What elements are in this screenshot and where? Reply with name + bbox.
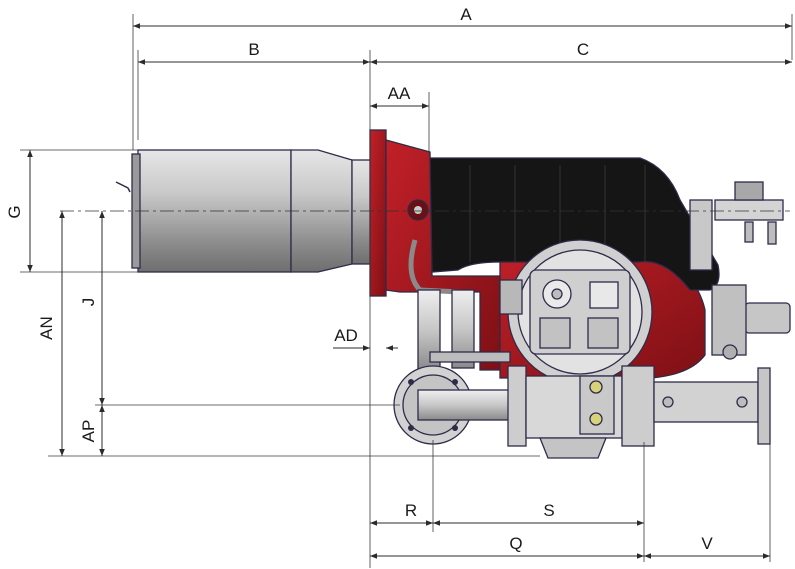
extension-lines [20, 14, 793, 568]
dimension-labels: A B C AA G AN J AP AD R S Q V [5, 5, 713, 553]
gas-train [507, 365, 771, 459]
mounting-flange [369, 129, 387, 297]
label-S: S [543, 501, 554, 520]
solenoid-valve [689, 181, 791, 360]
label-V: V [701, 534, 713, 553]
label-J: J [79, 298, 98, 307]
label-A: A [460, 5, 472, 24]
label-AD: AD [334, 326, 358, 345]
control-box [499, 239, 653, 385]
label-B: B [248, 40, 259, 59]
label-G: G [5, 205, 24, 218]
gas-inlet-pipe [393, 289, 511, 445]
label-C: C [577, 40, 589, 59]
label-Q: Q [509, 534, 522, 553]
burner-illustration [115, 129, 791, 459]
dimension-lines [27, 23, 792, 559]
label-AP: AP [79, 420, 98, 443]
label-AA: AA [388, 84, 411, 103]
label-R: R [405, 501, 417, 520]
label-AN: AN [37, 316, 56, 340]
